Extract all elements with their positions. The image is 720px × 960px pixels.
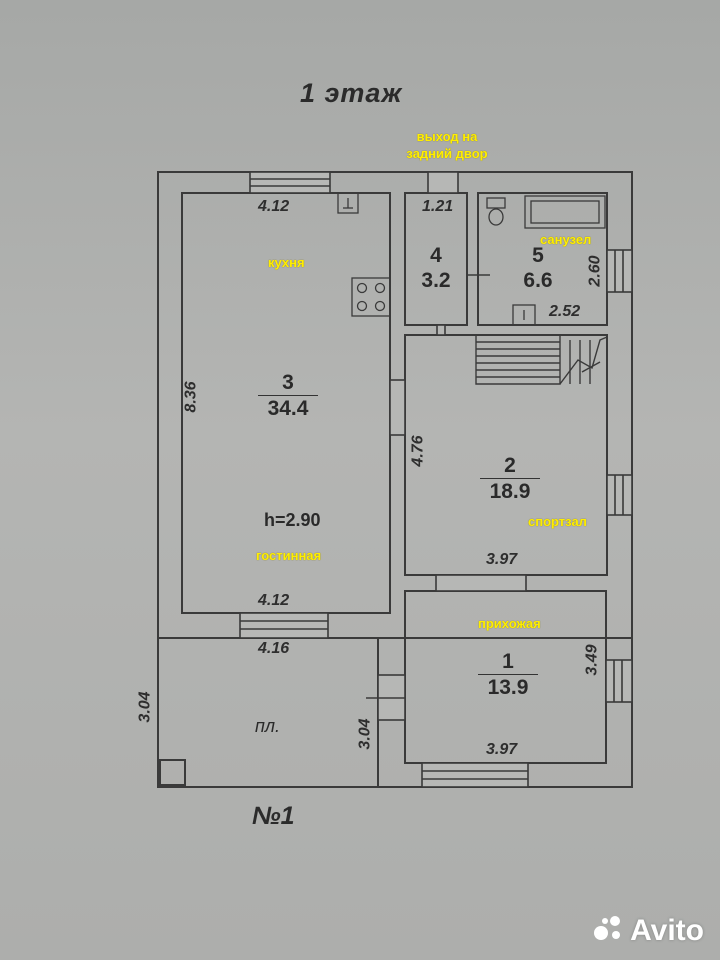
- window-kitchen-bottom: [239, 612, 329, 639]
- stove: [351, 277, 391, 317]
- terrace-outline: [157, 638, 379, 788]
- room2-number: 2: [480, 454, 540, 479]
- staircase: [475, 335, 608, 385]
- window-hall-right: [605, 659, 633, 703]
- kitchen-sink: [337, 192, 359, 214]
- room5-number: 5: [532, 244, 544, 267]
- gym-hall-door: [435, 574, 527, 592]
- window-kitchen-top: [249, 171, 331, 194]
- terrace-label: пл.: [255, 716, 281, 736]
- ceiling-height: h=2.90: [264, 510, 321, 530]
- dim-bath-width: 2.52: [549, 303, 581, 320]
- floor-title: 1 этаж: [300, 78, 403, 108]
- bathtub: [524, 195, 606, 229]
- room5-area: 6.6: [523, 269, 553, 292]
- hallway-label: прихожая: [478, 616, 541, 631]
- dim-room4-width: 1.21: [422, 198, 454, 215]
- dim-gym-height: 4.76: [409, 435, 427, 467]
- outer-wall: [157, 171, 633, 639]
- window-hall-bottom: [421, 762, 529, 788]
- kitchen-label: кухня: [268, 255, 305, 270]
- room4-area: 3.2: [421, 269, 451, 292]
- room4-door: [436, 324, 446, 336]
- plan-number: №1: [252, 802, 295, 830]
- kitchen-gym-door: [389, 379, 406, 436]
- avito-wordmark: Avito: [630, 914, 704, 947]
- window-bath-right: [606, 249, 633, 293]
- dim-terrace-left: 3.04: [136, 691, 154, 723]
- avito-watermark: Avito: [594, 914, 704, 948]
- back-door: [427, 171, 459, 194]
- back-exit-line1: выход на: [416, 129, 478, 144]
- back-exit-label: выход на задний двор: [402, 128, 492, 162]
- dim-gym-width: 3.97: [486, 551, 518, 568]
- gym-label: спортзал: [528, 514, 587, 529]
- bath-sink: [512, 304, 536, 326]
- dim-bath-height: 2.60: [586, 255, 604, 287]
- room3-number: 3: [258, 371, 318, 396]
- dim-kitchen-top: 4.12: [258, 198, 290, 215]
- dim-kitchen-bottom: 4.12: [258, 592, 290, 609]
- toilet: [486, 197, 506, 226]
- terrace-post: [159, 759, 186, 786]
- window-gym-right: [606, 474, 633, 516]
- bathroom-label: санузел: [540, 232, 592, 247]
- dim-hall-height: 3.49: [583, 644, 601, 676]
- dim-hall-width: 3.97: [486, 741, 518, 758]
- room4-number: 4: [430, 244, 442, 267]
- dim-terrace-right: 3.04: [356, 718, 374, 750]
- room1-number: 1: [478, 650, 538, 675]
- dim-terrace-width: 4.16: [258, 640, 290, 657]
- avito-logo-icon: [594, 916, 624, 946]
- living-room-label: гостинная: [256, 548, 322, 563]
- room3-area: 34.4: [267, 397, 309, 420]
- back-exit-line2: задний двор: [406, 146, 488, 161]
- room1-area: 13.9: [487, 676, 529, 699]
- dim-kitchen-height: 8.36: [182, 381, 200, 413]
- room2-area: 18.9: [489, 480, 531, 503]
